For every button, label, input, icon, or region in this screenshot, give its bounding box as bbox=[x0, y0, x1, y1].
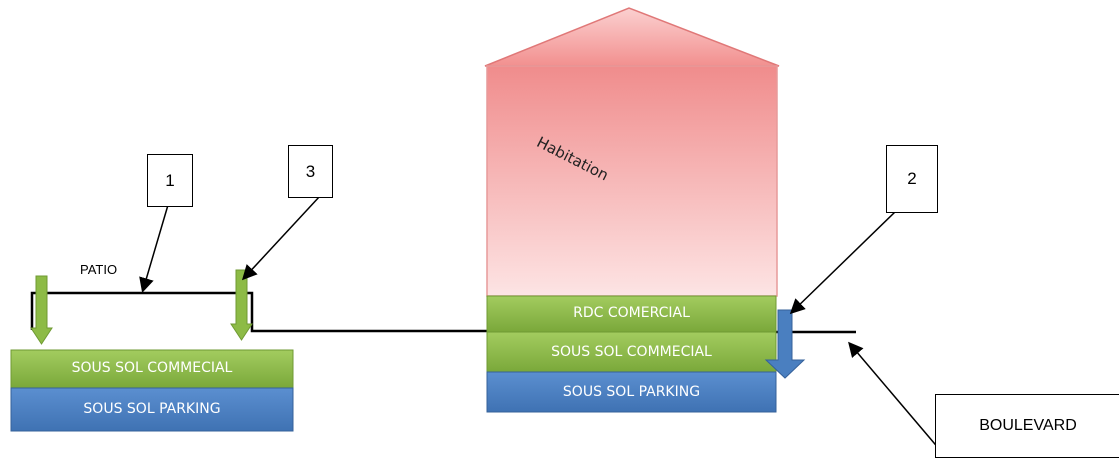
left-parking-basement bbox=[10, 387, 294, 432]
right-parking-basement-label: SOUS SOL PARKING bbox=[562, 384, 701, 400]
patio-label: PATIO bbox=[80, 262, 118, 277]
house-roof bbox=[484, 7, 780, 67]
left-commercial-basement-label: SOUS SOL COMMECIAL bbox=[71, 360, 233, 376]
patio-slab-line bbox=[30, 291, 487, 333]
left-parking-basement-label: SOUS SOL PARKING bbox=[83, 401, 221, 417]
callout-1-leader bbox=[139, 204, 169, 293]
callout-3-leader bbox=[241, 195, 321, 281]
right-commercial-basement-label: SOUS SOL COMMECIAL bbox=[551, 344, 712, 360]
habitation-block bbox=[486, 65, 778, 297]
callout-1: 1 bbox=[147, 154, 193, 207]
blue-down-arrow bbox=[764, 309, 806, 379]
boulevard-callout: BOULEVARD bbox=[935, 394, 1119, 458]
callout-2: 2 bbox=[886, 145, 938, 213]
green-down-arrow-right bbox=[230, 269, 253, 341]
right-commercial-basement bbox=[486, 331, 777, 373]
ground-floor-commercial bbox=[486, 295, 777, 333]
green-down-arrow-left bbox=[30, 275, 53, 345]
callout-3: 3 bbox=[288, 145, 333, 198]
callout-2-leader bbox=[789, 211, 896, 315]
ground-floor-commercial-label: RDC COMERCIAL bbox=[573, 305, 690, 321]
boulevard-leader bbox=[848, 341, 941, 451]
right-parking-basement bbox=[486, 371, 777, 413]
